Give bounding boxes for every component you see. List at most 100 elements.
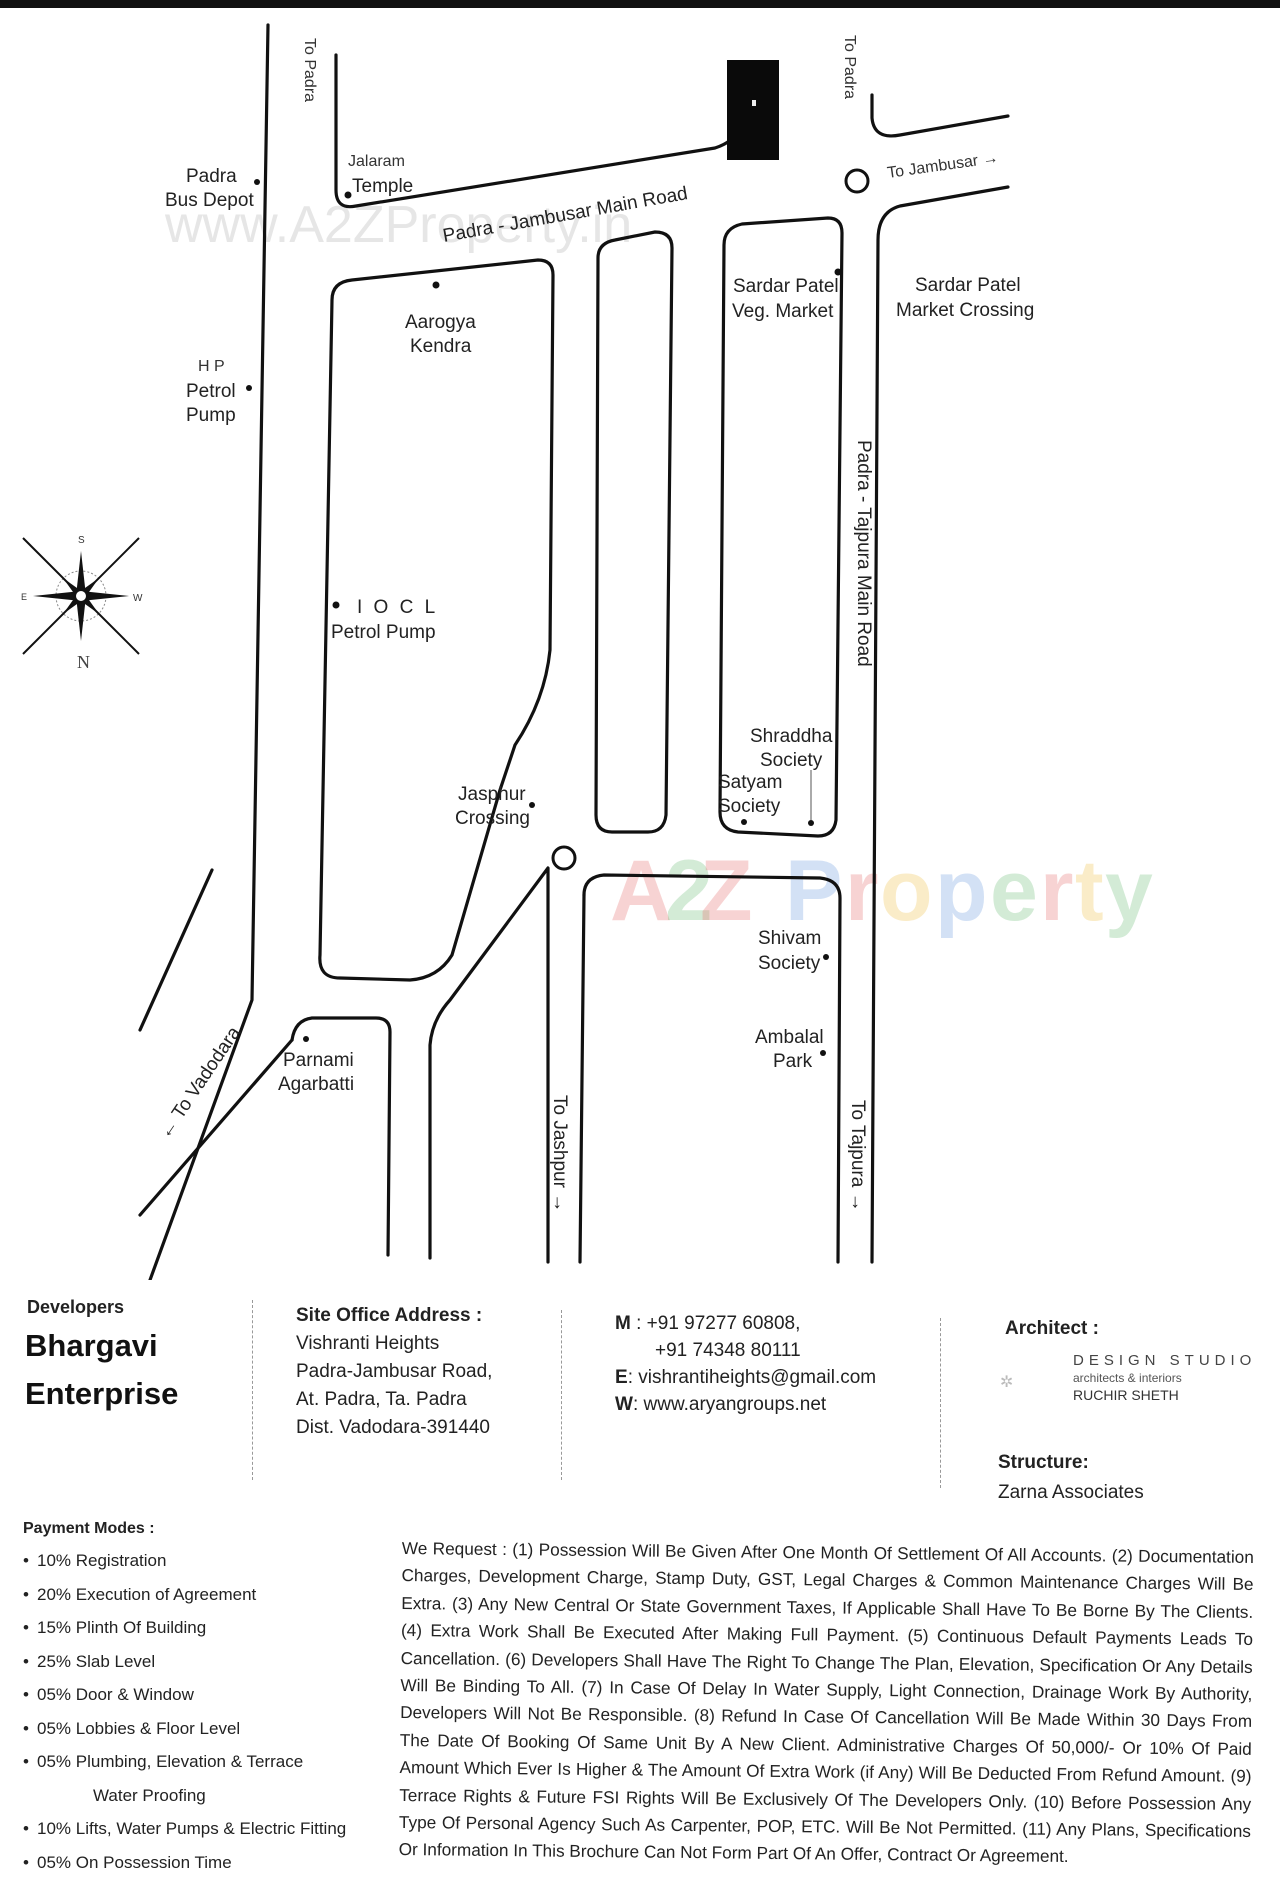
landmark-sardar-patel-veg-market: Sardar Patel Veg. Market xyxy=(732,268,842,322)
structure-info: Structure: Zarna Associates xyxy=(998,1448,1144,1508)
developers-label: Developers xyxy=(27,1297,125,1317)
svg-text:Kendra: Kendra xyxy=(410,336,472,357)
email-label: E xyxy=(615,1367,628,1388)
studio-name: DESIGN STUDIO xyxy=(1073,1352,1257,1369)
landmark-ambalal-park: Ambalal Park xyxy=(755,1027,826,1072)
svg-text:p: p xyxy=(935,843,988,939)
terms-and-conditions: We Request : (1) Possession Will Be Give… xyxy=(398,1537,1254,1867)
svg-text:r: r xyxy=(1040,843,1073,939)
svg-text:Society: Society xyxy=(760,750,823,771)
svg-text:Society: Society xyxy=(758,953,821,974)
top-border xyxy=(0,0,1280,8)
architect-studio: DESIGN STUDIO architects & interiors RUC… xyxy=(1073,1352,1256,1403)
landmark-padra-bus-depot: Padra Bus Depot xyxy=(165,166,260,211)
road-label-to-tajpura: To Tajpura → xyxy=(847,1100,868,1212)
svg-text:Bus Depot: Bus Depot xyxy=(165,190,254,211)
address-line: Vishranti Heights xyxy=(296,1333,440,1354)
divider xyxy=(940,1318,941,1488)
svg-text:S: S xyxy=(78,535,85,546)
structure-heading: Structure: xyxy=(998,1452,1089,1473)
landmark-jalaram-temple: Jalaram Temple xyxy=(344,153,413,199)
address-line: Dist. Vadodara-391440 xyxy=(296,1417,490,1438)
payment-item: 10% Lifts, Water Pumps & Electric Fittin… xyxy=(23,1812,346,1846)
address-line: Padra-Jambusar Road, xyxy=(296,1361,493,1382)
landmark-satyam-society: Satyam Society xyxy=(718,772,782,825)
roundabout-jasphur xyxy=(551,845,577,871)
svg-text:Jalaram: Jalaram xyxy=(348,153,405,170)
design-studio-logo-icon: ✲ xyxy=(1000,1374,1014,1391)
svg-text:Sardar Patel: Sardar Patel xyxy=(915,275,1021,296)
svg-text:Sardar Patel: Sardar Patel xyxy=(733,276,839,297)
svg-text:Z: Z xyxy=(700,843,753,939)
payment-item: 05% Door & Window xyxy=(23,1678,346,1712)
architect-heading: Architect : xyxy=(1005,1318,1099,1339)
payment-item: 15% Plinth Of Building xyxy=(23,1611,346,1645)
svg-text:Market Crossing: Market Crossing xyxy=(896,300,1034,321)
watermark-brand: A 2 Z P r o p e r t y xyxy=(610,843,1153,939)
roundabout-top xyxy=(844,168,870,194)
svg-text:Parnami: Parnami xyxy=(283,1050,354,1071)
svg-text:Ambalal: Ambalal xyxy=(755,1027,824,1048)
svg-text:Shraddha: Shraddha xyxy=(750,726,833,747)
road-label-to-jashpur: To Jashpur → xyxy=(549,1095,570,1212)
svg-text:Crossing: Crossing xyxy=(455,808,530,829)
svg-text:o: o xyxy=(880,843,933,939)
svg-text:t: t xyxy=(1075,843,1104,939)
studio-tagline: architects & interiors xyxy=(1073,1371,1182,1385)
svg-text:Aarogya: Aarogya xyxy=(405,312,476,333)
road-label-to-jambusar: To Jambusar → xyxy=(886,150,999,182)
payment-item: 25% Slab Level xyxy=(23,1645,346,1679)
divider xyxy=(561,1310,562,1480)
road-label-to-padra-left: To Padra xyxy=(301,38,318,102)
svg-text:2: 2 xyxy=(665,843,713,939)
website-link[interactable]: : www.aryangroups.net xyxy=(632,1394,827,1415)
architect-person: RUCHIR SHETH xyxy=(1073,1387,1179,1403)
payment-item: 10% Registration xyxy=(23,1544,346,1578)
landmark-jasphur-crossing: Jasphur Crossing xyxy=(455,784,535,829)
site-building-marker xyxy=(727,60,779,160)
landmark-iocl-petrol-pump: I O C L Petrol Pump xyxy=(331,597,438,643)
payment-modes-heading: Payment Modes : xyxy=(23,1520,155,1537)
svg-text:Veg. Market: Veg. Market xyxy=(732,301,834,322)
svg-text:Society: Society xyxy=(718,796,781,817)
svg-text:I O C L: I O C L xyxy=(357,597,438,618)
svg-text:Park: Park xyxy=(773,1051,813,1072)
svg-text:E: E xyxy=(21,592,27,602)
developer-name-line2: Enterprise xyxy=(25,1376,179,1411)
email-link[interactable]: : vishrantiheights@gmail.com xyxy=(627,1367,877,1388)
svg-text:Pump: Pump xyxy=(186,405,236,426)
svg-text:Jasphur: Jasphur xyxy=(458,784,526,805)
site-office-heading: Site Office Address : xyxy=(296,1305,483,1326)
svg-text:y: y xyxy=(1105,843,1153,939)
contact-info: M : +91 97277 60808, +91 74348 80111 E: … xyxy=(615,1310,876,1418)
landmark-hp-petrol-pump: H P Petrol Pump xyxy=(186,358,252,426)
svg-text:W: W xyxy=(133,593,143,604)
website-label: W xyxy=(615,1394,633,1415)
svg-text:N: N xyxy=(77,652,90,672)
svg-text:P: P xyxy=(785,843,842,939)
road-label-to-padra-right: To Padra xyxy=(841,35,858,99)
svg-text:H P: H P xyxy=(198,358,225,375)
landmark-parnami-agarbatti: Parnami Agarbatti xyxy=(278,1036,354,1095)
phone-1[interactable]: : +91 97277 60808, xyxy=(630,1313,801,1334)
payment-modes-list: 10% Registration 20% Execution of Agreem… xyxy=(23,1544,346,1879)
watermark-url: www.A2ZProperty.in xyxy=(164,196,632,254)
svg-text:A: A xyxy=(610,843,672,939)
developer-name: Bhargavi Enterprise xyxy=(25,1322,178,1418)
svg-text:Petrol: Petrol xyxy=(186,381,236,402)
svg-text:Temple: Temple xyxy=(352,176,413,197)
payment-item: 20% Execution of Agreement xyxy=(23,1578,346,1612)
road-label-padra-tajpura: Padra - Tajpura Main Road xyxy=(853,440,874,667)
landmark-sardar-patel-market-crossing: Sardar Patel Market Crossing xyxy=(896,275,1034,321)
svg-text:Petrol Pump: Petrol Pump xyxy=(331,622,436,643)
landmark-shraddha-society: Shraddha Society xyxy=(750,726,833,826)
compass-icon: S N E W xyxy=(21,535,143,672)
developer-name-line1: Bhargavi xyxy=(25,1328,158,1363)
structure-name: Zarna Associates xyxy=(998,1482,1144,1503)
phone-2[interactable]: +91 74348 80111 xyxy=(655,1340,801,1361)
payment-modes: Payment Modes : 10% Registration 20% Exe… xyxy=(23,1520,346,1879)
location-map: www.A2ZProperty.in A 2 Z P r o p e r t y xyxy=(21,23,1153,1280)
landmark-shivam-society: Shivam Society xyxy=(758,928,829,974)
payment-item: 05% On Possession Time xyxy=(23,1846,346,1880)
road-label-to-vadodara: ← To Vadodara xyxy=(155,1023,245,1143)
